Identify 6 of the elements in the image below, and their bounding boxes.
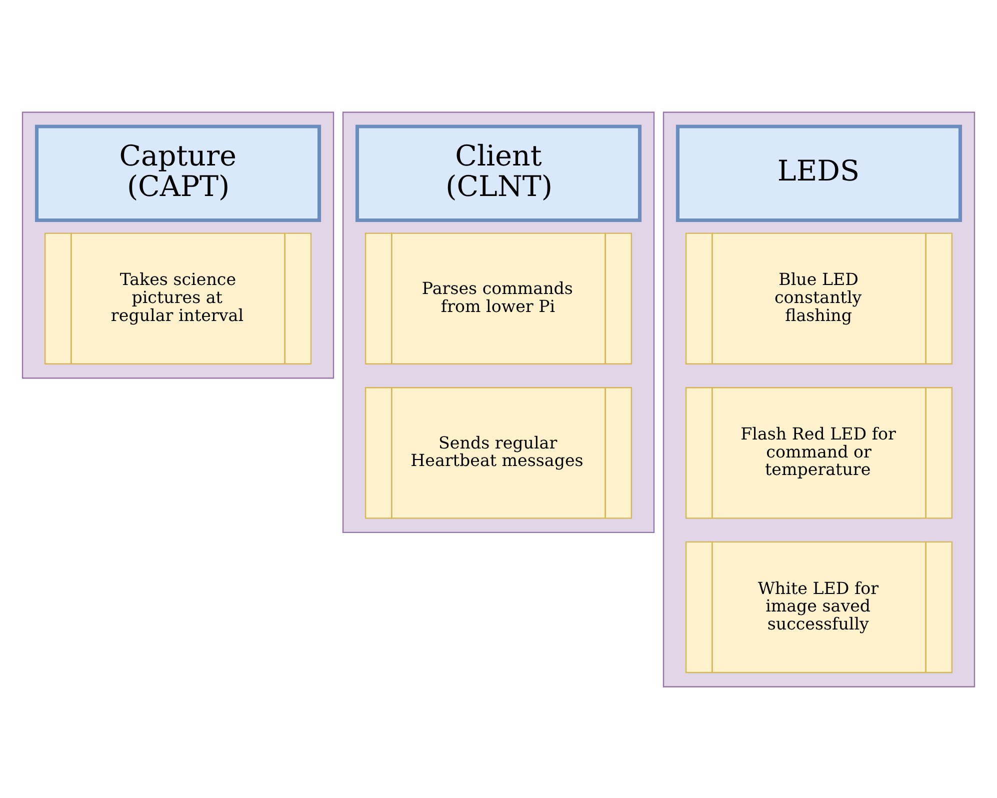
cluster: [342, 111, 655, 533]
cluster: [22, 111, 334, 378]
cluster: [662, 111, 976, 687]
node-box: Client (CLNT): [355, 124, 642, 222]
node-box: LEDS: [676, 124, 962, 222]
node-box: Capture (CAPT): [34, 124, 322, 222]
